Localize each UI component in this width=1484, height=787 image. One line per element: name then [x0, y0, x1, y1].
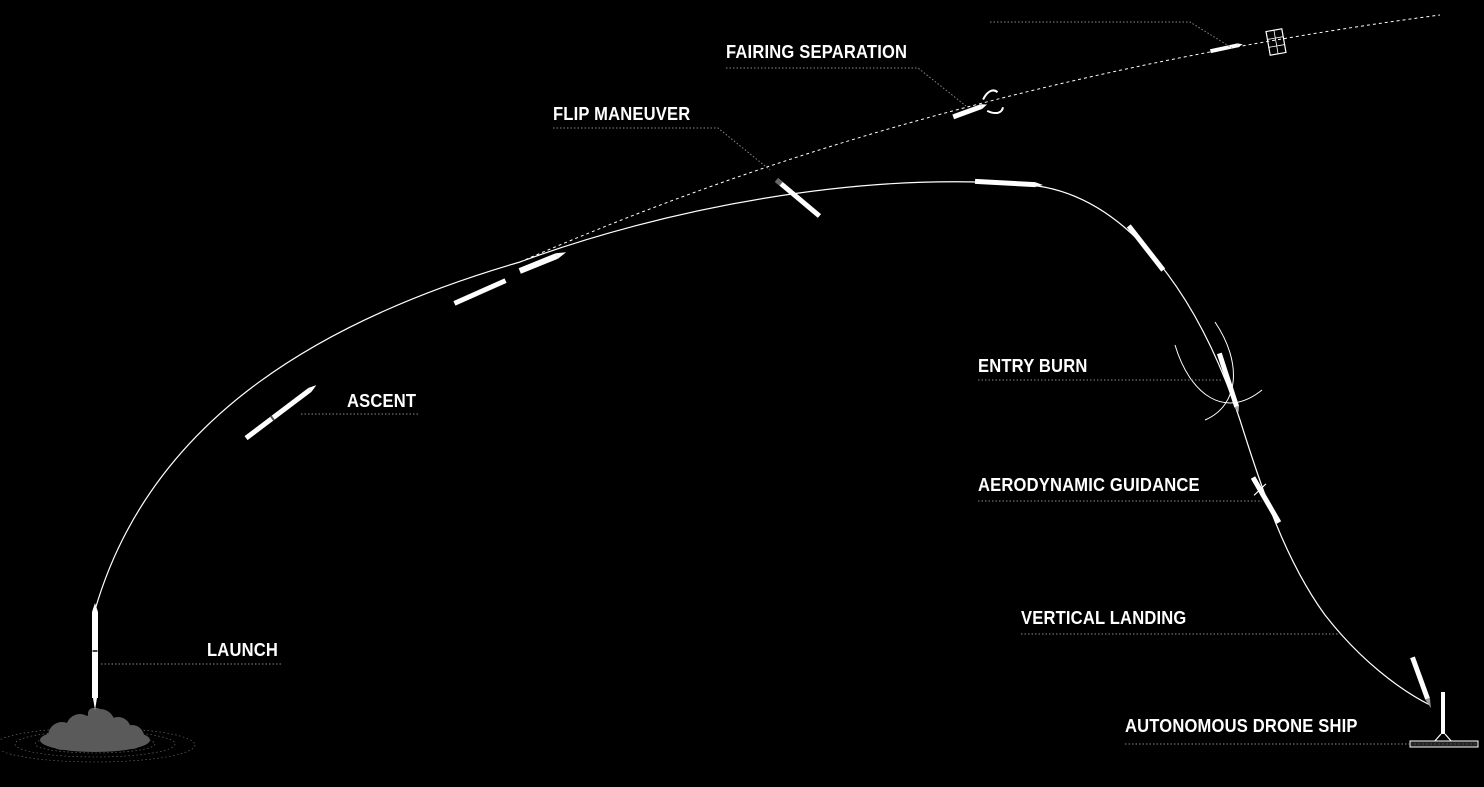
leader-lines	[100, 21, 1410, 745]
label-ascent: ASCENT	[347, 391, 417, 411]
aerodynamic-guidance-booster-icon	[1250, 476, 1282, 524]
label-flip-maneuver: FLIP MANEUVER	[553, 104, 691, 124]
stage-separation-second-icon	[518, 252, 567, 274]
label-autonomous-drone-ship: AUTONOMOUS DRONE SHIP	[1125, 716, 1358, 736]
label-vertical-landing: VERTICAL LANDING	[1021, 608, 1187, 628]
flip-maneuver-booster-icon	[774, 178, 822, 218]
label-entry-burn: ENTRY BURN	[978, 356, 1088, 376]
stage-separation-first-icon	[453, 278, 507, 306]
label-aerodynamic-guidance: AERODYNAMIC GUIDANCE	[978, 475, 1200, 495]
entry-burn-booster-icon	[1216, 352, 1240, 413]
rocket-on-pad-icon	[92, 603, 98, 710]
drone-ship-icon	[1409, 740, 1479, 748]
landing-booster-icon	[1410, 656, 1431, 709]
landed-booster-icon	[1433, 692, 1453, 743]
second-stage-icon	[1210, 43, 1243, 54]
coast-booster-icon	[1126, 224, 1166, 272]
entry-burn-shock-icon	[1174, 321, 1263, 421]
boostback-booster-icon	[974, 178, 1043, 188]
fairing-separation-icon	[952, 89, 1004, 120]
satellite-icon	[1265, 28, 1287, 56]
ascent-rocket-icon	[244, 385, 317, 441]
label-fairing-separation: FAIRING SEPARATION	[726, 42, 908, 62]
label-launch: LAUNCH	[207, 640, 279, 660]
exhaust-cloud	[40, 708, 150, 752]
first-stage-trajectory	[94, 181, 1431, 706]
second-stage-trajectory	[519, 14, 1441, 263]
